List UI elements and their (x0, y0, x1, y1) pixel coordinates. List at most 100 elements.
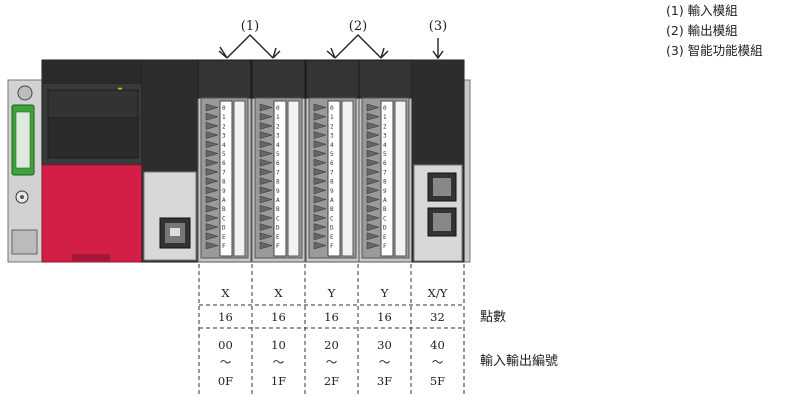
terminal-screw-icon (366, 241, 380, 250)
terminal-number: 5 (383, 151, 387, 158)
terminal-screw-icon (366, 177, 380, 185)
terminal-number: 6 (330, 160, 334, 167)
terminal-number: 8 (383, 179, 387, 186)
terminal-screw-icon (259, 103, 273, 112)
terminal-screw-icon (313, 177, 327, 185)
terminal-number: 6 (222, 160, 226, 167)
io-module-top (305, 59, 360, 99)
terminal-number: A (222, 197, 226, 204)
terminal-number: 8 (330, 179, 334, 186)
callout-2-arrowhead-left (326, 47, 336, 59)
terminal-screw-icon (313, 223, 327, 231)
points-cell: 16 (271, 310, 286, 324)
terminal-screw-icon (205, 149, 219, 158)
io-start-cell: 00 (218, 338, 233, 352)
points-cell: 16 (324, 310, 339, 324)
terminal-screw-icon (366, 214, 380, 222)
terminal-number: C (222, 215, 226, 222)
power-door (47, 89, 139, 119)
io-start-cell: 10 (271, 338, 286, 352)
terminal-number: 4 (276, 142, 280, 149)
rail-bracket (11, 229, 38, 255)
terminal-screw-icon (259, 195, 273, 204)
terminal-screw-icon (313, 122, 327, 130)
terminal-screw-icon (313, 214, 327, 222)
terminal-number: 2 (383, 123, 387, 130)
terminal-number: B (276, 206, 280, 213)
terminal-screw-icon (205, 177, 219, 185)
power-top (42, 60, 142, 84)
terminal-screw-icon (205, 223, 219, 231)
io-table: X1600～0FX1610～1FY1620～2FY1630～3FX/Y3240～… (218, 286, 448, 388)
terminal-number: 7 (383, 169, 387, 176)
terminal-screw-icon (313, 168, 327, 176)
io-start-cell: 40 (430, 338, 445, 352)
terminal-number: 0 (383, 105, 387, 112)
terminal-screw-icon (313, 204, 327, 213)
terminal-number: 2 (276, 123, 280, 130)
callout-2-arrow (334, 34, 382, 59)
io-end-cell: 3F (377, 374, 392, 388)
io-end-cell: 2F (324, 374, 339, 388)
points-cell: 16 (377, 310, 392, 324)
terminal-screw-icon (366, 149, 380, 158)
points-cell: 16 (218, 310, 233, 324)
terminal-number: B (222, 206, 226, 213)
terminal-cover (233, 100, 246, 257)
terminal-label-strip (380, 100, 394, 257)
callout-2: (2) (349, 19, 367, 34)
terminal-number: 3 (330, 133, 334, 140)
callout-2-arrowhead-right (380, 47, 389, 59)
terminal-screw-icon (313, 186, 327, 195)
legend-item-intelligent: (3) 智能功能模組 (666, 43, 763, 58)
terminal-screw-icon (205, 122, 219, 130)
terminal-screw-icon (313, 195, 327, 204)
terminal-number: C (276, 215, 280, 222)
terminal-number: D (222, 225, 226, 232)
terminal-screw-icon (366, 232, 380, 241)
terminal-number: A (330, 197, 334, 204)
tilde-cell: ～ (220, 355, 232, 369)
io-modules: 0123456789ABCDEF0123456789ABCDEF01234567… (197, 59, 413, 263)
terminal-number: 7 (330, 169, 334, 176)
terminal-number: 1 (330, 114, 334, 121)
tilde-cell: ～ (379, 355, 391, 369)
terminal-screw-icon (313, 131, 327, 139)
intelligent-top (412, 60, 464, 165)
mount-hook-icon (17, 85, 33, 101)
terminal-number: 6 (383, 160, 387, 167)
terminal-number: A (383, 197, 387, 204)
terminal-number: 9 (383, 188, 387, 195)
terminal-screw-icon (205, 168, 219, 176)
terminal-screw-icon (366, 223, 380, 231)
callout-1-arrow (226, 34, 274, 59)
terminal-screw-icon (313, 149, 327, 158)
terminal-screw-icon (259, 232, 273, 241)
legend-item-output: (2) 輸出模組 (666, 23, 738, 38)
terminal-number: 5 (222, 151, 226, 158)
terminal-screw-icon (259, 177, 273, 185)
terminal-screw-icon (205, 232, 219, 241)
terminal-screw-icon (366, 131, 380, 139)
terminal-number: 1 (383, 114, 387, 121)
terminal-label-strip (327, 100, 341, 257)
terminal-screw-icon (205, 186, 219, 195)
io-start-cell: 20 (324, 338, 339, 352)
terminal-number: 3 (383, 133, 387, 140)
terminal-screw-icon (366, 122, 380, 130)
io-table-grid (198, 264, 465, 396)
io-start-cell: 30 (377, 338, 392, 352)
terminal-screw-icon (205, 204, 219, 213)
terminal-screw-icon (259, 186, 273, 195)
terminal-cover (341, 100, 354, 257)
terminal-number: 3 (276, 133, 280, 140)
terminal-number: 4 (383, 142, 387, 149)
terminal-label-strip (273, 100, 287, 257)
terminal-number: 0 (276, 105, 280, 112)
terminal-screw-icon (205, 241, 219, 250)
terminal-number: E (330, 234, 334, 241)
io-end-cell: 1F (271, 374, 286, 388)
